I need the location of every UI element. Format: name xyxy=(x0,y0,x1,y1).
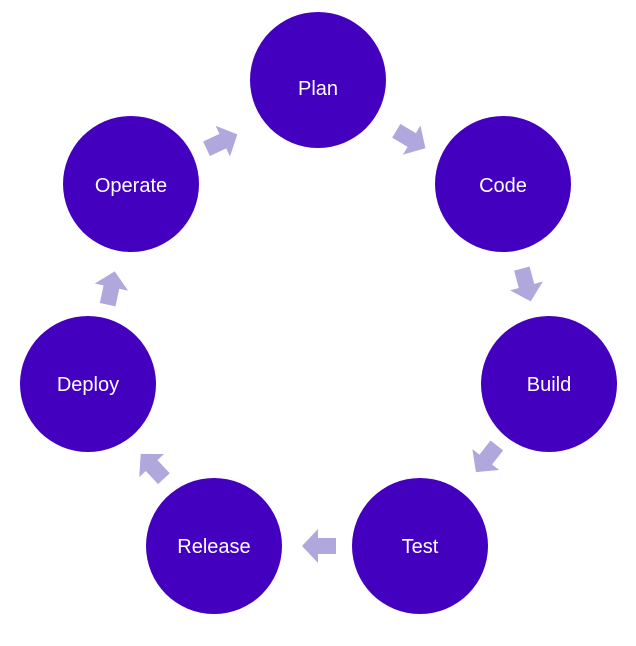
arrow-plan-to-code-icon xyxy=(392,123,426,155)
stage-code: Code xyxy=(435,116,571,252)
stage-release-label: Release xyxy=(177,536,250,558)
stage-release-circle xyxy=(146,478,282,614)
stage-code-circle xyxy=(435,116,571,252)
stage-release: Release xyxy=(146,478,282,614)
stage-test-circle xyxy=(352,478,488,614)
stage-build-circle xyxy=(481,316,617,452)
stage-deploy-label: Deploy xyxy=(57,374,119,396)
arrow-build-to-test-icon xyxy=(472,440,504,473)
stage-plan-circle xyxy=(250,12,386,148)
arrow-deploy-to-operate-icon xyxy=(94,271,129,307)
stage-test-label: Test xyxy=(402,536,439,558)
cycle-arrows xyxy=(94,123,543,563)
stage-operate-label: Operate xyxy=(95,175,167,197)
stage-build: Build xyxy=(481,316,617,452)
stage-operate-circle xyxy=(63,116,199,252)
arrow-operate-to-plan-icon xyxy=(203,125,238,157)
arrow-test-to-release-icon xyxy=(302,529,336,563)
stage-code-label: Code xyxy=(479,175,527,197)
stage-plan-label: Plan xyxy=(298,78,338,100)
arrow-code-to-build-icon xyxy=(510,266,543,302)
stage-deploy: Deploy xyxy=(20,316,156,452)
stage-build-label: Build xyxy=(527,374,571,396)
stage-deploy-circle xyxy=(20,316,156,452)
stage-operate: Operate xyxy=(63,116,199,252)
arrow-release-to-deploy-icon xyxy=(139,453,170,485)
stage-plan: Plan xyxy=(250,12,386,148)
stage-test: Test xyxy=(352,478,488,614)
